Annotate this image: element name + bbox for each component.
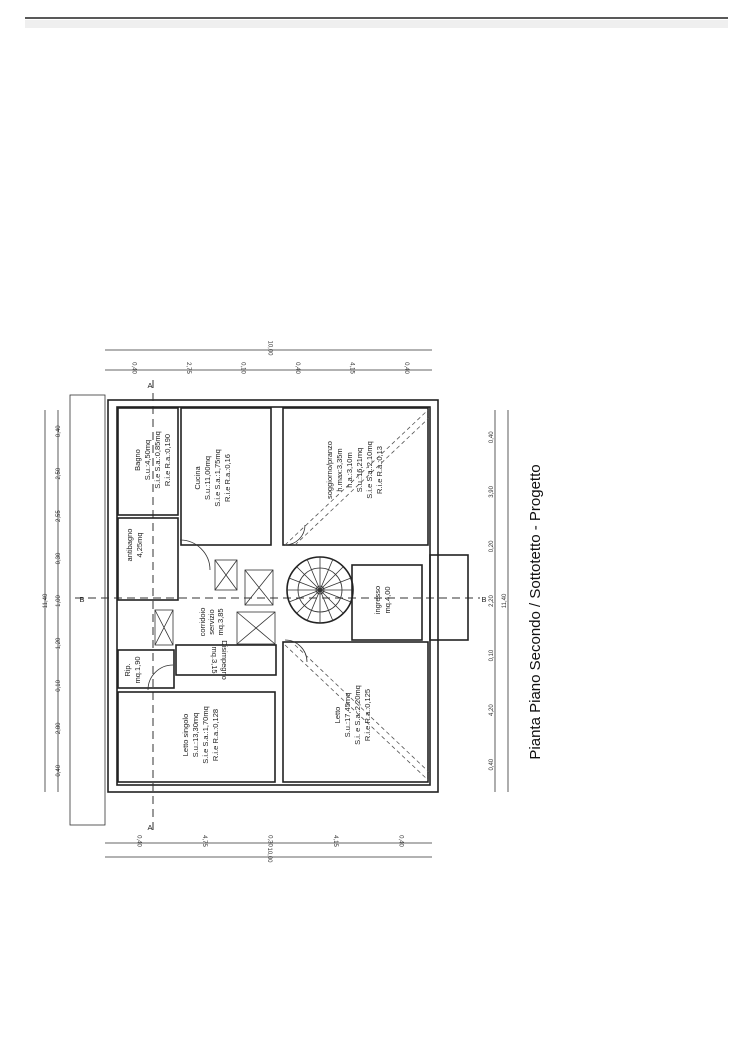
dimension-total: 11,40 — [43, 593, 49, 608]
dimension-labels: 0,40 2,80 0,10 1,20 1,00 0,30 2,55 2,50 0,40 11,4… — [43, 340, 508, 863]
room-ingresso: ingresso mq.4,00 — [373, 586, 392, 614]
room-area: S.u.:11,00mq — [203, 456, 212, 500]
room-ripostiglio: Rip. mq.1,90 — [123, 656, 142, 683]
room-area: S.i.e S.a.:2,10mq — [365, 441, 374, 499]
dimension-label: 0,40 — [403, 362, 409, 374]
title-text: Pianta Piano Secondo / Sottotetto - Prog… — [527, 464, 544, 759]
section-marker-b-left: B — [79, 595, 84, 604]
section-marker-a-bottom: A — [147, 823, 152, 832]
interior-walls — [117, 407, 469, 783]
dimension-label: 0,40 — [130, 362, 136, 374]
dimension-label: 2,50 — [56, 467, 62, 479]
dimension-label: 0,10 — [239, 362, 245, 374]
scan-noise — [25, 20, 728, 28]
room-ratio: R.i.e R.a.:0,190 — [163, 434, 172, 486]
dimension-label: 0,10 — [489, 649, 495, 661]
room-name: Letto — [333, 707, 342, 724]
dimension-label: 2,80 — [56, 722, 62, 734]
room-name: Cucina — [193, 466, 202, 490]
room-area: mq.1,90 — [133, 656, 142, 683]
room-ratio: R.i.e R.a.:0,125 — [363, 689, 372, 741]
room-area: mq.3,85 — [216, 608, 225, 635]
dimension-label: 2,20 — [489, 595, 495, 607]
dimension-label: 3,90 — [489, 485, 495, 497]
room-area: mq.3,15 — [210, 646, 219, 673]
room-corridoio: corridoio servizio mq.3,85 — [198, 608, 225, 637]
section-marker-b-right: B — [481, 595, 486, 604]
dimension-label: 0,10 — [56, 679, 62, 691]
room-area: mq.4,00 — [383, 586, 392, 613]
drawing-title: Pianta Piano Secondo / Sottotetto - Prog… — [527, 464, 544, 759]
roof-diagonals — [284, 409, 433, 781]
dimension-label: 4,15 — [332, 835, 338, 847]
dimension-label: 4,20 — [489, 704, 495, 716]
dimension-label: 2,75 — [185, 362, 191, 374]
room-letto: Letto S.u.:17,45mq S.i. e S.a.:2,20mq R.… — [333, 685, 372, 745]
section-marker-a-top: A — [147, 381, 152, 390]
room-height: h.a.:3,10m — [345, 452, 354, 487]
room-name: Disimpegno — [220, 640, 229, 680]
dimension-label: 2,55 — [56, 510, 62, 522]
room-disimpegno: Disimpegno mq.3,15 — [210, 640, 229, 680]
room-name: Rip. — [123, 663, 132, 676]
spiral-staircase — [286, 556, 354, 624]
room-name: ingresso — [373, 586, 382, 614]
dimension-total: 10,00 — [266, 847, 272, 863]
dimension-label: 0,40 — [56, 425, 62, 437]
room-area: S.i.e S.a.:1,75mq — [213, 449, 222, 507]
room-area: 4,25mq — [135, 532, 144, 557]
dimension-total: 10,00 — [267, 340, 273, 356]
dimension-label: 0,40 — [294, 362, 300, 374]
room-height: h.max:3,35m — [335, 448, 344, 491]
dimension-label: 0,40 — [56, 764, 62, 776]
room-ratio: R.i.e R.a.:0,13 — [375, 446, 384, 494]
room-ratio: R.i.e R.a.:0,128 — [211, 709, 220, 761]
dimension-label: 1,20 — [56, 637, 62, 649]
room-letto-singolo: Letto singolo S.u.:13,30mq S.i.e S.a.:1,… — [181, 706, 220, 764]
dimension-lines — [44, 349, 509, 858]
room-area: S.u.:17,45mq — [343, 693, 352, 738]
room-cucina: Cucina S.u.:11,00mq S.i.e S.a.:1,75mq R.… — [193, 449, 232, 507]
room-area: S.i.e S.a.:1,70mq — [201, 706, 210, 764]
room-area: S.u.:4,50mq — [143, 440, 152, 480]
room-name: corridoio — [198, 608, 207, 637]
room-name: servizio — [207, 609, 216, 634]
dimension-label: 4,75 — [201, 835, 207, 847]
room-soggiorno: soggiorno/pranzo h.max:3,35m h.a.:3,10m … — [325, 441, 384, 499]
dimension-label: 0,20 — [489, 540, 495, 552]
room-area: S.i. e S.a.:2,20mq — [353, 685, 362, 745]
dimension-label: 4,15 — [348, 362, 354, 374]
room-area: S.i.e S.a.:0,85mq — [153, 431, 162, 489]
room-antibagno: antibagno 4,25mq — [125, 529, 144, 562]
dimension-label: 0,40 — [397, 835, 403, 847]
room-name: Bagno — [133, 449, 142, 471]
room-area: S.u.:13,30mq — [191, 713, 200, 758]
dimension-label: 0,30 — [56, 552, 62, 564]
room-bagno: Bagno S.u.:4,50mq S.i.e S.a.:0,85mq R.i.… — [133, 431, 172, 489]
dimension-label: 1,00 — [56, 595, 62, 607]
dimension-label: 0,30 — [267, 835, 273, 847]
room-name: soggiorno/pranzo — [325, 441, 334, 499]
dimension-total: 11,40 — [502, 593, 508, 608]
outer-walls — [69, 394, 439, 826]
dimension-label: 0,40 — [489, 758, 495, 770]
room-name: Letto singolo — [181, 714, 190, 757]
room-area: S.u.:16,21mq — [355, 448, 364, 493]
room-name: antibagno — [125, 529, 134, 562]
dimension-label: 0,40 — [136, 835, 142, 847]
dimension-label: 0,40 — [489, 431, 495, 443]
room-ratio: R.i.e R.a.:0,16 — [223, 454, 232, 502]
